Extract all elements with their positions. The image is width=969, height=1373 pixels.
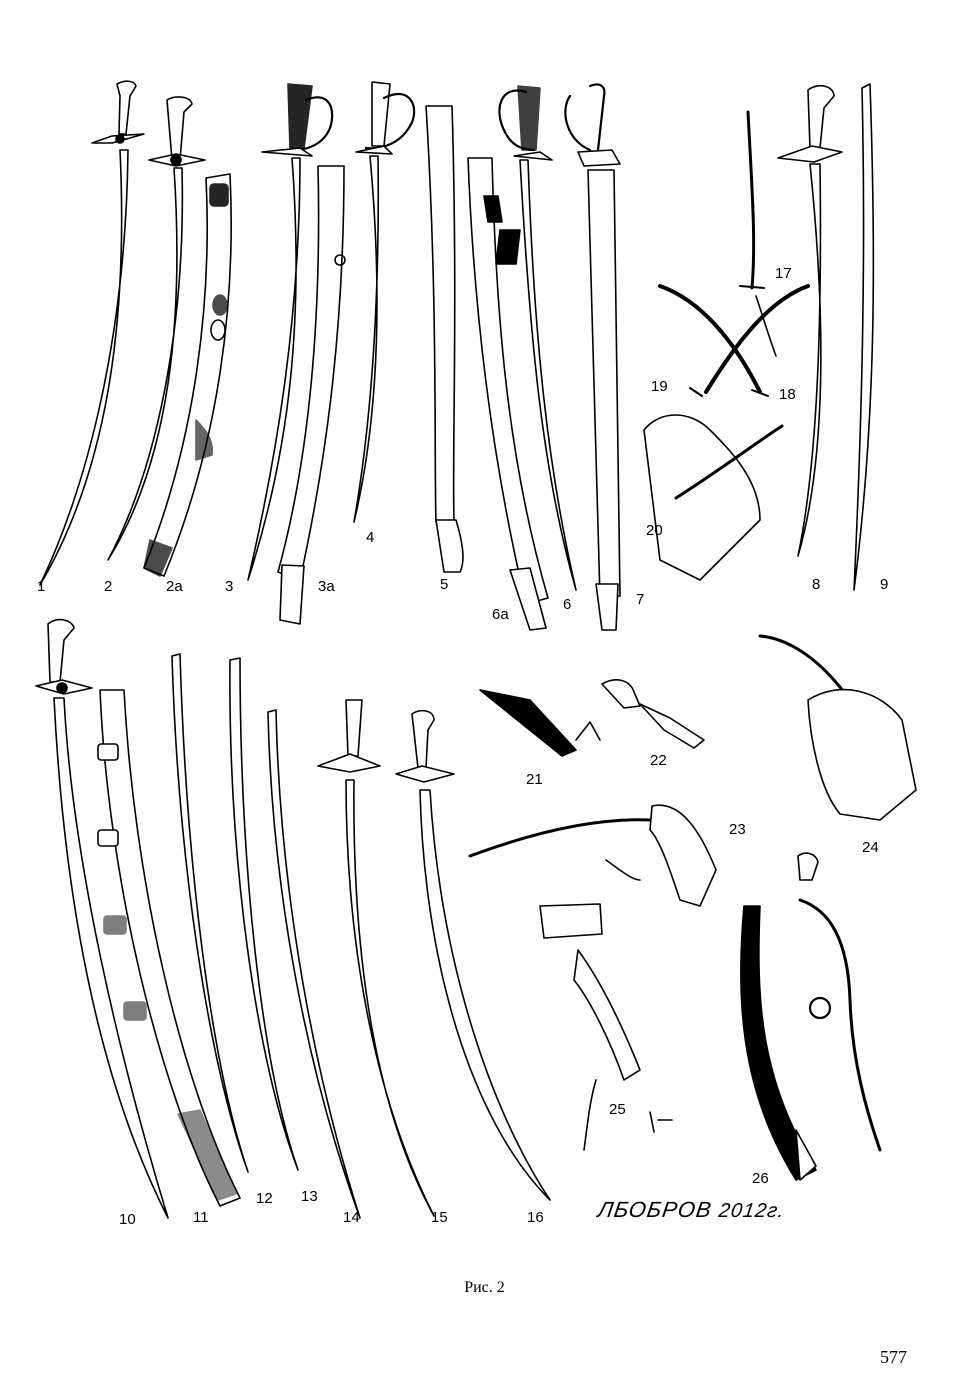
label-7: 7 bbox=[636, 591, 645, 608]
label-9: 9 bbox=[880, 576, 889, 593]
figure-25-drawing bbox=[539, 903, 641, 1151]
crossed-sabres-scene-drawing bbox=[643, 110, 810, 581]
figure-caption: Рис. 2 bbox=[464, 1279, 505, 1296]
scabbard-3a-drawing bbox=[277, 165, 346, 625]
label-5: 5 bbox=[440, 576, 449, 593]
label-15: 15 bbox=[431, 1209, 448, 1226]
signature-year: 2012г. bbox=[717, 1200, 787, 1222]
label-16: 16 bbox=[527, 1209, 544, 1226]
label-23: 23 bbox=[729, 821, 746, 838]
label-22: 22 bbox=[650, 752, 667, 769]
label-1: 1 bbox=[37, 578, 46, 595]
page-number: 577 bbox=[880, 1347, 907, 1367]
label-26: 26 bbox=[752, 1170, 769, 1187]
blade-12-drawing bbox=[171, 653, 249, 1173]
blade-9-drawing bbox=[853, 83, 875, 591]
label-20: 20 bbox=[646, 522, 663, 539]
sabre-4-drawing bbox=[353, 81, 416, 523]
arm-sabre-23-drawing bbox=[468, 804, 717, 907]
label-19: 19 bbox=[651, 378, 668, 395]
sabre-5-drawing bbox=[425, 105, 464, 573]
sabre-2-drawing bbox=[107, 96, 206, 561]
sabre-6-drawing bbox=[495, 85, 577, 591]
sabre-10-drawing bbox=[35, 618, 169, 1219]
sabre-8-drawing bbox=[777, 84, 843, 557]
label-3a: 3а bbox=[318, 578, 335, 595]
scabbard-6a-drawing bbox=[467, 157, 549, 631]
signature-name: ЛБОБРОВ bbox=[596, 1197, 714, 1222]
label-18: 18 bbox=[779, 386, 796, 403]
sabre-1-drawing bbox=[39, 80, 145, 586]
sabre-26-drawing bbox=[740, 852, 882, 1181]
sabre-3-drawing bbox=[247, 83, 334, 581]
label-6: 6 bbox=[563, 596, 572, 613]
label-13: 13 bbox=[301, 1188, 318, 1205]
scabbard-11-drawing bbox=[97, 689, 241, 1207]
label-2: 2 bbox=[104, 578, 113, 595]
label-8: 8 bbox=[812, 576, 821, 593]
hilt-22-drawing bbox=[601, 679, 705, 749]
hilt-21-drawing bbox=[479, 689, 601, 757]
sabre-7-drawing bbox=[564, 83, 621, 631]
label-2a: 2а bbox=[166, 578, 183, 595]
label-12: 12 bbox=[256, 1190, 273, 1207]
label-4: 4 bbox=[366, 529, 375, 546]
scabbard-2a-drawing bbox=[143, 173, 232, 577]
sleeve-24-drawing bbox=[758, 634, 917, 821]
artist-signature: ЛБОБРОВ 2012г. bbox=[596, 1197, 787, 1223]
label-25: 25 bbox=[609, 1101, 626, 1118]
stray-mark-drawing bbox=[649, 1111, 673, 1133]
label-10: 10 bbox=[119, 1211, 136, 1228]
sabre-14-drawing bbox=[317, 699, 435, 1217]
label-6a: 6а bbox=[492, 606, 509, 623]
blade-13-drawing bbox=[229, 657, 361, 1219]
sabre-15-drawing bbox=[395, 709, 551, 1201]
label-3: 3 bbox=[225, 578, 234, 595]
label-14: 14 bbox=[343, 1209, 360, 1226]
label-24: 24 bbox=[862, 839, 879, 856]
label-11: 11 bbox=[193, 1209, 209, 1226]
label-17: 17 bbox=[775, 265, 792, 282]
label-21: 21 bbox=[526, 771, 543, 788]
